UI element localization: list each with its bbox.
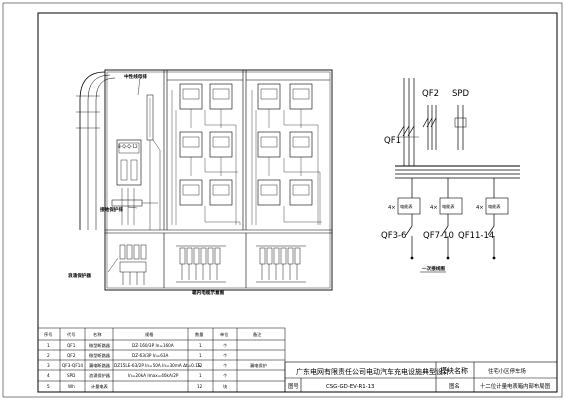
meter-box-1-prefix: 4×: [388, 205, 396, 211]
parts-table-grid: [37, 327, 286, 393]
main-breaker: [116, 139, 142, 186]
row5-code: Wh: [68, 384, 75, 389]
row1-unit: 个: [223, 343, 228, 348]
spd-label: SPD: [452, 89, 470, 99]
row1-qty: 1: [199, 343, 202, 348]
meter-box-1-label: 电能表: [400, 203, 413, 210]
meter-box-2: [439, 197, 463, 215]
meter-box-1: [397, 197, 421, 215]
col-header-code: 代号: [67, 331, 75, 338]
row3-name: 漏电断路器: [89, 362, 111, 369]
row3-spec: DZ15LE-63/2P In=50A In=30mA Δt=0.1S: [114, 363, 201, 368]
col-header-index: 序号: [44, 331, 52, 338]
row4-code: SPD: [67, 373, 75, 378]
module-name-value: 住宅小区停车场: [488, 367, 526, 375]
cabinet-layout: [76, 69, 333, 291]
table-row: 2 QF2 微型断路器 DZ-63/3P In=63A 1 个: [47, 352, 228, 359]
spd-block: [119, 244, 147, 285]
row5-unit: 块: [223, 383, 228, 390]
neutral-busbar-label: 中性线母排: [124, 73, 147, 80]
meter-circuit-label: 8-Q-Q-12: [118, 144, 138, 149]
drawing-name: 十二位计量电表箱内部布局图: [480, 382, 550, 390]
table-row: 5 Wh 计量电表 12 块: [47, 383, 228, 390]
surge-protector-label: 浪涌保护器: [68, 272, 91, 279]
ground-busbar-label: 接地保护排: [100, 206, 123, 213]
row5-name: 计量电表: [91, 383, 109, 390]
module-name-label: 模块名称: [440, 366, 468, 375]
drawing-name-label: 图名: [449, 382, 460, 390]
row1-index: 1: [47, 343, 50, 348]
title-block-grid: [284, 361, 558, 393]
cabinet-outline: [104, 69, 333, 291]
table-row: 1 QF1 微型断路器 DZ-160/3P In=160A 1 个: [47, 342, 228, 349]
row4-spec: In=20kA Imax=40kA/2P: [128, 373, 179, 378]
row2-name: 微型断路器: [89, 352, 111, 359]
one-line-diagram-title: 一次接线图: [422, 265, 445, 272]
row2-index: 2: [47, 353, 50, 358]
row2-spec: DZ-63/3P In=63A: [132, 353, 169, 358]
row4-unit: 个: [223, 373, 228, 378]
cabinet-diagram-title: 箱内电缆示意图: [191, 289, 225, 296]
meter-group-middle: [179, 83, 233, 206]
col-header-spec: 规格: [145, 331, 154, 338]
qf1-label: QF1: [384, 136, 401, 146]
col-header-note: 备注: [253, 331, 262, 338]
col-header-unit: 单位: [220, 331, 228, 338]
row2-qty: 1: [199, 353, 202, 358]
row3-unit: 个: [223, 363, 228, 368]
drawing-number-label: 图号: [288, 382, 299, 390]
meter-box-2-prefix: 4×: [430, 205, 438, 211]
drawing-number: CSG-GD-EV-R1-13: [326, 384, 374, 390]
col-header-qty: 数量: [195, 331, 203, 338]
company-title: 广东电网有限责任公司电动汽车充电设施典型设计: [296, 367, 450, 376]
row2-code: QF2: [67, 353, 76, 358]
row4-qty: 1: [199, 373, 202, 378]
row1-code: QF1: [67, 343, 76, 348]
row1-spec: DZ-160/3P In=160A: [132, 343, 174, 348]
rcd-row: [176, 245, 306, 283]
row3-code: QF3-QF14: [62, 363, 83, 368]
incoming-cable: [79, 71, 106, 230]
row1-name: 微型断路器: [89, 342, 111, 349]
row2-unit: 个: [223, 353, 228, 358]
meter-box-2-label: 电能表: [442, 203, 455, 210]
row5-qty: 12: [197, 384, 203, 389]
row4-name: 浪涌保护器: [89, 372, 111, 379]
table-row: 4 SPD 浪涌保护器 In=20kA Imax=40kA/2P 1 个: [47, 372, 228, 379]
row3-note: 漏电保护: [250, 362, 267, 369]
row4-index: 4: [47, 373, 50, 378]
qf7-10-label: QF7-10: [423, 231, 454, 241]
meter-box-3: [485, 197, 509, 215]
parts-table-header: 序号 代号 名称 规格 数量 单位 备注: [44, 331, 262, 338]
meter-box-3-label: 电能表: [488, 203, 501, 210]
qf11-14-label: QF11-14: [458, 231, 494, 241]
row3-index: 3: [47, 363, 50, 368]
row3-qty: 12: [197, 363, 203, 368]
qf3-6-label: QF3-6: [381, 231, 406, 241]
qf2-label: QF2: [422, 89, 439, 99]
table-row: 3 QF3-QF14 漏电断路器 DZ15LE-63/2P In=50A In=…: [47, 362, 267, 369]
one-line-diagram: [395, 78, 520, 273]
col-header-name: 名称: [93, 331, 101, 338]
row5-index: 5: [47, 384, 50, 389]
meter-box-3-prefix: 4×: [476, 205, 484, 211]
